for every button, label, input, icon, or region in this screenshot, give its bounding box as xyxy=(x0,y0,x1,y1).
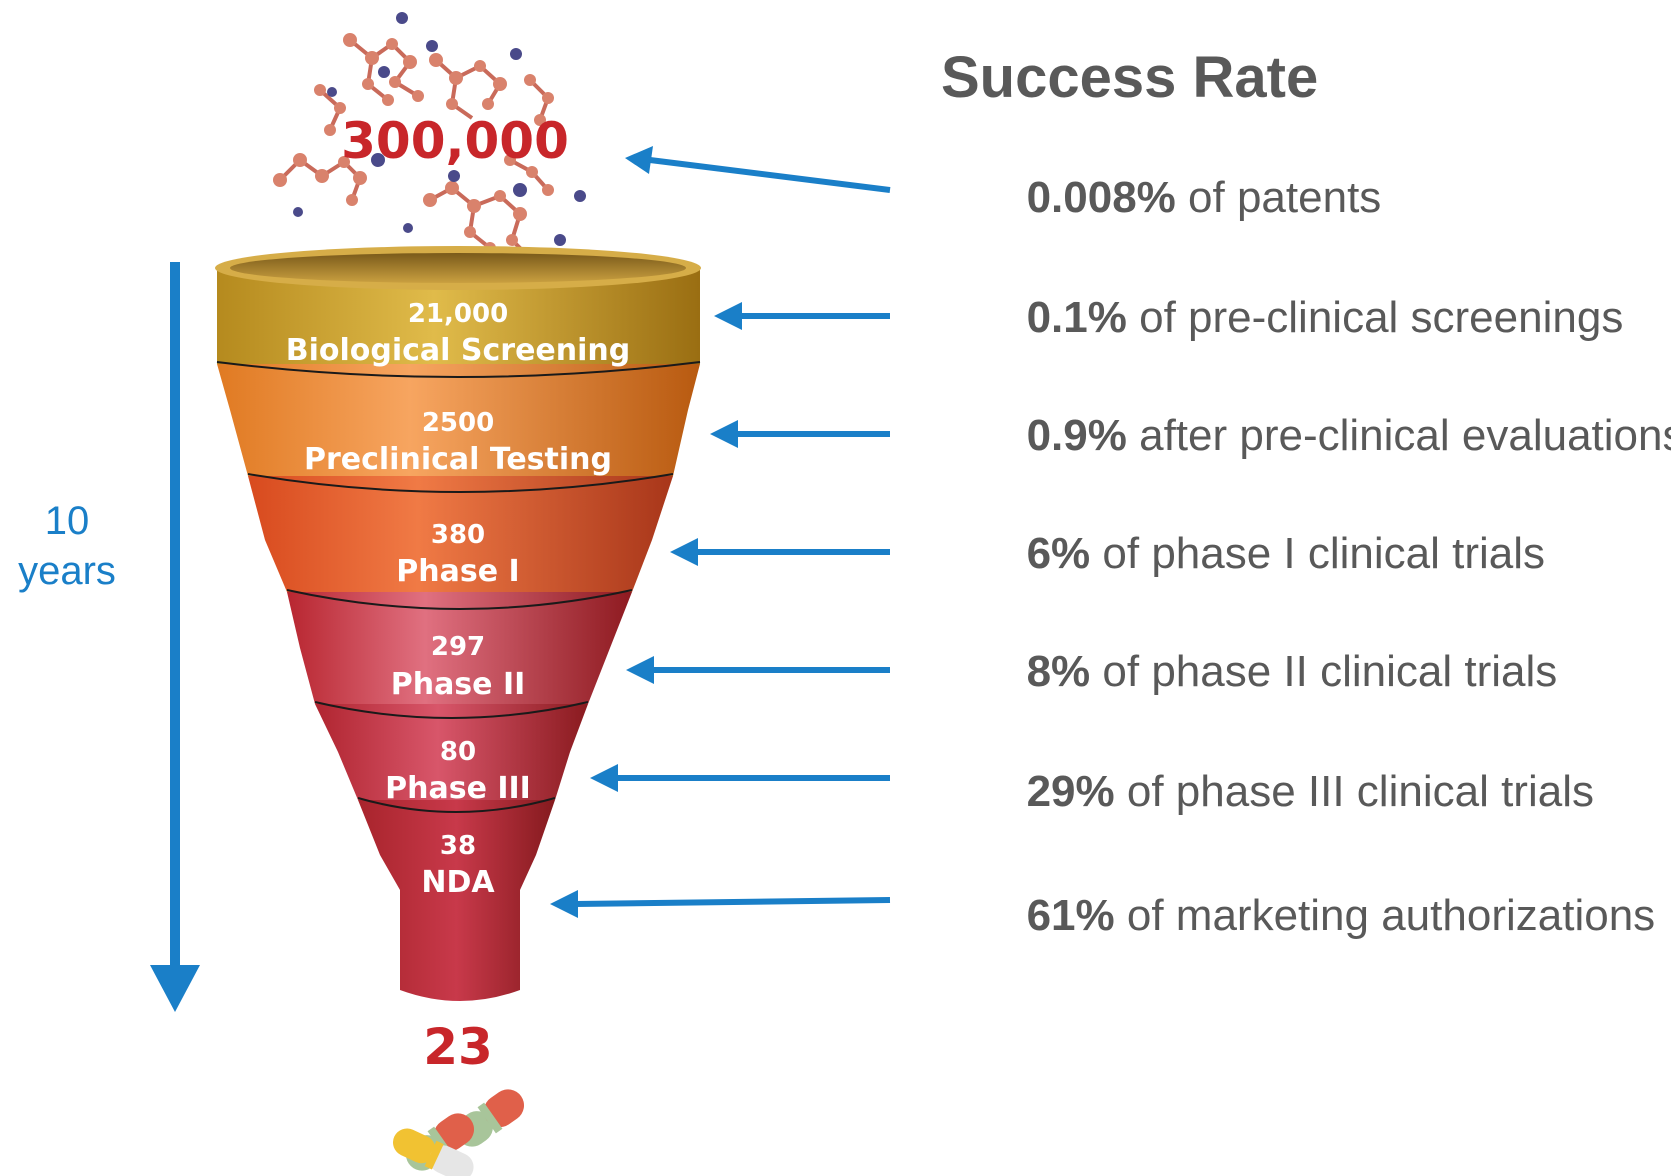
stage-count: 38 xyxy=(440,831,476,861)
success-rate-item: 29% of phase III clinical trials xyxy=(941,767,1655,816)
rate-value: 61% xyxy=(1027,891,1115,940)
rate-value: 8% xyxy=(1027,647,1091,696)
stage-label: Phase I xyxy=(396,554,519,589)
rate-text: of phase III clinical trials xyxy=(1115,767,1594,816)
stage-count: 297 xyxy=(431,632,485,662)
funnel-labels: 21,000 Biological Screening 2500 Preclin… xyxy=(286,299,631,900)
funnel-rim-inner xyxy=(230,253,686,283)
stage-label: Preclinical Testing xyxy=(304,442,612,477)
success-rate-item: 6% of phase I clinical trials xyxy=(941,529,1606,578)
rate-text: of phase II clinical trials xyxy=(1090,647,1557,696)
rate-text: of pre-clinical screenings xyxy=(1127,293,1623,342)
pointer-arrow-marketing xyxy=(575,897,891,907)
success-rate-item: 0.9% after pre-clinical evaluations xyxy=(941,411,1671,460)
rate-value: 0.1% xyxy=(1027,293,1127,342)
stage-count: 21,000 xyxy=(408,299,508,329)
stage-label: Phase II xyxy=(391,667,526,702)
timeline-duration: 10 xyxy=(45,499,90,543)
rate-text: of phase I clinical trials xyxy=(1090,529,1545,578)
rate-value: 0.008% xyxy=(1027,173,1176,222)
stage-label: NDA xyxy=(421,865,495,900)
funnel-band-phase-ii xyxy=(287,592,632,704)
pointer-arrow-patents xyxy=(649,157,891,193)
rate-text: of patents xyxy=(1176,173,1381,222)
stage-label: Phase III xyxy=(385,771,531,806)
rate-text: after pre-clinical evaluations xyxy=(1127,411,1671,460)
success-rate-item: 61% of marketing authorizations xyxy=(941,891,1671,940)
timeline-unit: years xyxy=(18,549,116,593)
funnel-band-phase-iii xyxy=(315,704,588,800)
bottom-count: 23 xyxy=(423,1018,493,1076)
success-rate-title: Success Rate xyxy=(941,45,1318,110)
pointer-arrows xyxy=(550,146,891,918)
success-rate-item: 0.1% of pre-clinical screenings xyxy=(941,293,1671,342)
rate-value: 0.9% xyxy=(1027,411,1127,460)
rate-value: 29% xyxy=(1027,767,1115,816)
funnel-band-nda xyxy=(358,800,555,1001)
stage-count: 380 xyxy=(431,520,485,550)
funnel-band-biological-screening xyxy=(217,268,700,364)
stage-count: 2500 xyxy=(422,408,494,438)
timeline-arrowhead-icon xyxy=(150,965,200,1012)
funnel-band-preclinical-testing xyxy=(217,364,700,476)
stage-label: Biological Screening xyxy=(286,333,631,368)
success-rate-item: 0.008% of patents xyxy=(941,173,1442,222)
pills-illustration xyxy=(392,1089,525,1176)
funnel-band-phase-i xyxy=(248,476,673,592)
success-rate-panel: Success Rate 0.008% of patents 0.1% of p… xyxy=(941,45,1671,940)
stage-count: 80 xyxy=(440,737,476,767)
funnel xyxy=(215,246,701,1001)
rate-value: 6% xyxy=(1027,529,1091,578)
timeline: 10 years xyxy=(18,262,200,1012)
success-rate-item: 8% of phase II clinical trials xyxy=(941,647,1618,696)
top-count: 300,000 xyxy=(341,112,569,170)
rate-text: of marketing authorizations xyxy=(1115,891,1656,940)
